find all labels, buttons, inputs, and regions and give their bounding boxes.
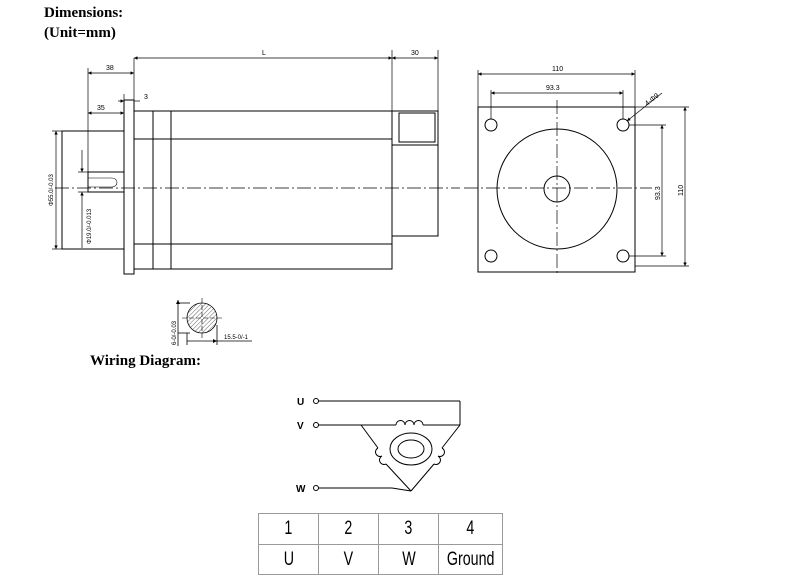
pilot-circle [496, 128, 618, 250]
pin-number-cell: 2 [318, 513, 379, 545]
front-view [464, 100, 652, 276]
dim-hole-spacing-h-label: 93.3 [546, 85, 560, 92]
dim-front-height-label: 110 [678, 185, 685, 196]
mounting-hole-bl [484, 249, 498, 263]
dim-30-label: 30 [411, 50, 419, 57]
wiring-heading: Wiring Diagram: [90, 353, 201, 369]
front-flange [477, 106, 636, 273]
pin-table: 1 2 3 4 U V W Ground [258, 513, 504, 575]
dim-hole-spacing-v-label: 93.3 [655, 186, 662, 200]
pin-number-cell: 3 [378, 513, 439, 545]
pin-signal-cell: W [378, 544, 439, 575]
mounting-hole-tl [484, 118, 498, 132]
coil-top [395, 420, 424, 426]
dim-depth-label: 15.5-0/-1 [224, 335, 249, 341]
front-view-dimensions [477, 70, 689, 267]
pin-number-cell: 1 [258, 513, 319, 545]
pin-signal-cell: Ground [437, 544, 504, 575]
wiring-diagram [313, 398, 461, 492]
pin-signal-cell: V [318, 544, 379, 575]
rear-cap [391, 110, 439, 237]
terminal-v [313, 422, 319, 428]
rotor-outer [389, 432, 433, 466]
side-view-dimensions [52, 50, 439, 250]
pin-signal-row: U V W Ground [258, 544, 504, 575]
terminal-v-label: V [297, 421, 304, 432]
terminal-w-label: W [296, 484, 306, 495]
dim-front-width-label: 110 [552, 66, 563, 73]
dim-l-label: L [262, 50, 266, 57]
rotor-inner [397, 439, 425, 459]
unit-heading: (Unit=mm) [44, 25, 116, 41]
shaft-circle [543, 175, 571, 203]
pin-number-cell: 4 [437, 513, 504, 545]
pin-signal-cell: U [258, 544, 319, 575]
dim-38-label: 38 [106, 65, 114, 72]
terminal-w [313, 485, 319, 491]
motor-body [133, 110, 393, 270]
dim-35-label: 35 [97, 105, 105, 112]
dimensions-heading: Dimensions: [44, 5, 124, 21]
connector-box [398, 112, 436, 143]
terminal-u-label: U [297, 397, 304, 408]
dim-shaft-diameter-label: Φ19.0/-0.013 [87, 208, 93, 244]
shaft [87, 171, 125, 193]
mounting-hole-br [616, 249, 630, 263]
dim-pilot-diameter-label: Φ55.0/-0.03 [49, 174, 55, 206]
dim-key-label: 6-0/-0.03 [172, 320, 178, 345]
pilot-boss [61, 130, 125, 250]
coil-right [433, 447, 445, 465]
mounting-flange [123, 99, 135, 275]
dim-hole-label: 4-Φ9 [644, 92, 661, 107]
dim-3-label: 3 [144, 94, 148, 101]
terminal-u [313, 398, 319, 404]
coil-left [375, 447, 387, 465]
side-view [55, 99, 460, 275]
pin-number-row: 1 2 3 4 [258, 513, 504, 545]
shaft-section [176, 298, 252, 346]
